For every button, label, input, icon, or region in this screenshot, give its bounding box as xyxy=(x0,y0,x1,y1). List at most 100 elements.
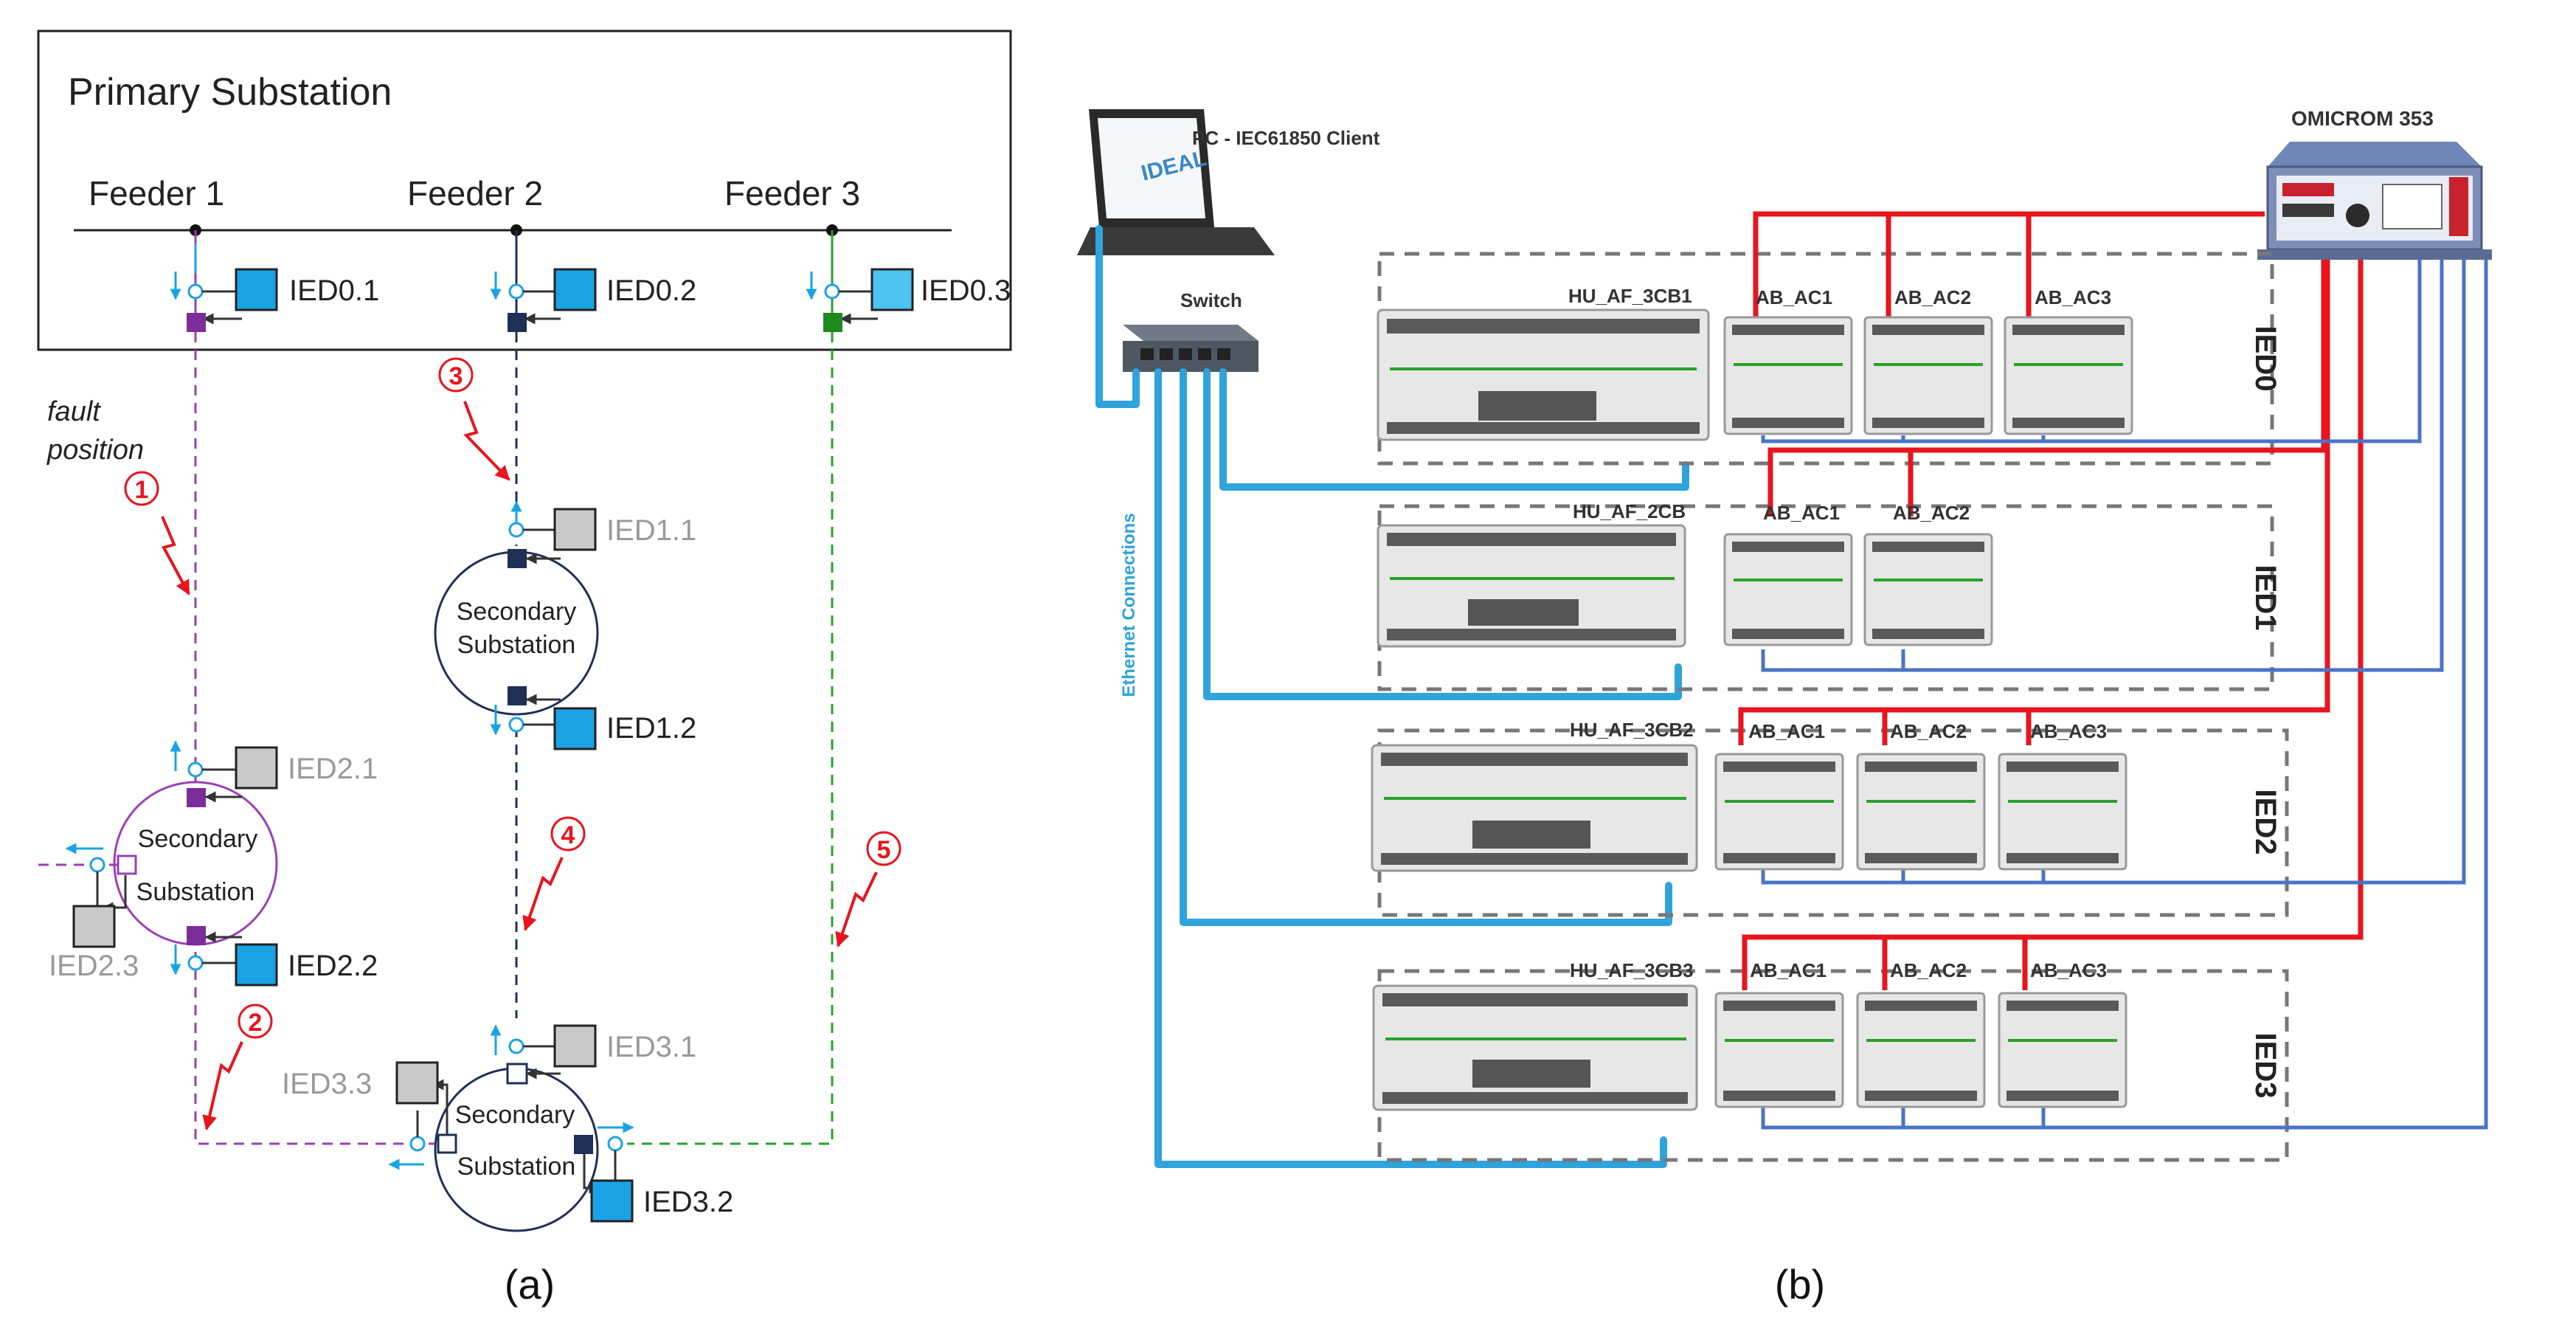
ethernet-cable-ied1 xyxy=(1203,368,1682,700)
current-wiring xyxy=(1738,211,2364,990)
ied1-2-label: IED1.2 xyxy=(606,712,696,745)
ied1-1-label: IED1.1 xyxy=(606,514,696,547)
ethernet-label: Ethernet Connections xyxy=(1119,513,1139,697)
module-3-label: AB_AC3 xyxy=(2030,720,2107,742)
ied0-1-group: IED0.1 xyxy=(170,244,379,332)
svg-text:3: 3 xyxy=(449,362,463,390)
main-unit-label: HU_AF_3CB2 xyxy=(1570,719,1694,741)
breaker-icon xyxy=(506,1063,528,1085)
module-3 xyxy=(2004,316,2133,435)
feeder-1-label: Feeder 1 xyxy=(89,174,224,213)
module-2 xyxy=(1863,533,1993,646)
module-1 xyxy=(1714,753,1844,871)
module-2-label: AB_AC2 xyxy=(1890,720,1967,742)
module-2-label: AB_AC2 xyxy=(1893,502,1970,524)
module-1-label: AB_AC1 xyxy=(1750,959,1827,981)
svg-text:Substation: Substation xyxy=(457,631,576,659)
switch-icon xyxy=(1123,325,1258,372)
breaker-icon xyxy=(823,313,842,332)
module-3 xyxy=(1998,992,2127,1108)
module-2-label: AB_AC2 xyxy=(1890,959,1967,981)
module-3-label: AB_AC3 xyxy=(2035,286,2111,308)
main-unit xyxy=(1372,984,1698,1111)
module-1 xyxy=(1723,533,1853,646)
ied2-group-label: IED2 xyxy=(2249,790,2282,855)
ied3-2-label: IED3.2 xyxy=(643,1186,733,1218)
ied0-group-label: IED0 xyxy=(2249,326,2282,392)
signal-wiring xyxy=(1761,260,2488,1130)
module-2-label: AB_AC2 xyxy=(1894,286,1971,308)
feeder-3-line xyxy=(627,332,834,1145)
main-unit xyxy=(1371,744,1698,872)
ied1-group-label: IED1 xyxy=(2249,565,2282,631)
laptop-icon: IDEAL xyxy=(1077,109,1275,255)
breaker-icon xyxy=(187,926,206,945)
pc-label: PC - IEC61850 Client xyxy=(1192,127,1380,149)
ied2-2-label: IED2.2 xyxy=(288,950,378,982)
module-2 xyxy=(1856,753,1986,871)
device-row-ied0: HU_AF_3CB1 AB_AC1 AB_AC2 AB_AC3 xyxy=(1377,285,2133,441)
feeder-3-label: Feeder 3 xyxy=(724,174,860,213)
ied0-1-box xyxy=(235,268,278,311)
secondary-substation-1: Secondary Substation IED1.1 IED1.2 xyxy=(434,500,696,750)
ied3-group-label: IED3 xyxy=(2249,1033,2282,1099)
module-2 xyxy=(1863,316,1993,435)
ied0-3-box xyxy=(870,268,914,311)
module-1-label: AB_AC1 xyxy=(1756,286,1832,308)
ied3-group-box xyxy=(1377,969,2289,1162)
svg-text:4: 4 xyxy=(561,821,575,849)
fault-marker-3: 3 xyxy=(438,357,510,481)
ied1-2-box xyxy=(553,707,597,750)
breaker-icon xyxy=(508,313,527,332)
module-1 xyxy=(1723,316,1853,435)
svg-text:Substation: Substation xyxy=(136,878,255,906)
svg-text:Secondary: Secondary xyxy=(457,598,577,626)
omicron-test-set-icon xyxy=(2257,142,2492,260)
svg-text:1: 1 xyxy=(135,476,149,504)
module-2 xyxy=(1856,992,1986,1108)
breaker-icon xyxy=(187,788,206,807)
fault-marker-5: 5 xyxy=(835,831,901,947)
panel-b: IDEAL PC - IEC61850 Client Switch Ethern… xyxy=(1077,107,2492,1308)
ied3-2-box xyxy=(590,1179,634,1223)
main-unit xyxy=(1377,524,1686,648)
ied0-2-box xyxy=(553,268,597,311)
secondary-substation-2: Secondary Substation IED2.1 IED2.2 IED2.… xyxy=(38,740,378,987)
svg-text:Substation: Substation xyxy=(457,1153,576,1181)
module-3 xyxy=(1998,753,2127,871)
svg-text:5: 5 xyxy=(877,836,891,864)
device-row-ied1: HU_AF_2CB AB_AC1 AB_AC2 xyxy=(1377,500,1993,648)
ied0-3-group: IED0.3 xyxy=(806,268,1011,332)
breaker-icon xyxy=(117,854,137,875)
main-unit-label: HU_AF_3CB3 xyxy=(1570,959,1694,981)
ethernet-cable-ied2 xyxy=(1180,368,1672,926)
svg-text:Secondary: Secondary xyxy=(455,1101,575,1129)
fault-marker-2: 2 xyxy=(202,1004,273,1130)
device-row-ied3: HU_AF_3CB3 AB_AC1 AB_AC2 AB_AC3 xyxy=(1372,959,2127,1111)
main-unit-label: HU_AF_2CB xyxy=(1573,500,1686,522)
caption-b: (b) xyxy=(1775,1261,1825,1308)
fault-marker-4: 4 xyxy=(522,816,586,931)
breaker-icon xyxy=(508,549,527,568)
feeder-2-label: Feeder 2 xyxy=(407,174,543,213)
secondary-substation-3: Secondary Substation IED3.1 IED3.2 IED3.… xyxy=(282,1024,733,1232)
ied2-1-box xyxy=(235,746,278,790)
ied0-1-label: IED0.1 xyxy=(289,274,379,307)
ied2-1-label: IED2.1 xyxy=(288,753,378,785)
primary-substation-title: Primary Substation xyxy=(68,71,392,114)
ied3-3-label: IED3.3 xyxy=(282,1068,372,1100)
ethernet-cable-ied3 xyxy=(1154,368,1667,1168)
fault-marker-1: 1 xyxy=(124,471,190,595)
device-row-ied2: HU_AF_3CB2 AB_AC1 AB_AC2 AB_AC3 xyxy=(1371,719,2127,872)
omicron-label: OMICROM 353 xyxy=(2291,107,2434,130)
ied0-3-label: IED0.3 xyxy=(921,274,1011,307)
ied3-1-box xyxy=(553,1024,597,1068)
module-1-label: AB_AC1 xyxy=(1763,502,1840,524)
breaker-icon xyxy=(574,1135,593,1154)
module-1-label: AB_AC1 xyxy=(1748,720,1825,742)
ethernet-cable-ied0 xyxy=(1219,368,1689,491)
module-3-label: AB_AC3 xyxy=(2030,959,2107,981)
ied3-3-box xyxy=(395,1061,439,1105)
ied1-1-box xyxy=(553,508,597,551)
